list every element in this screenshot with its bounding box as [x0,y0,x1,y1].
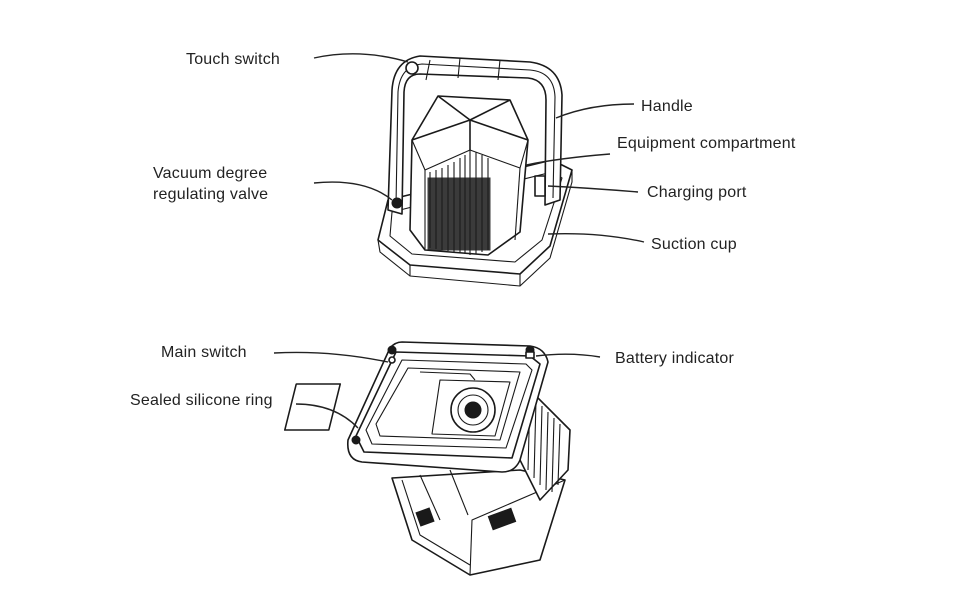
leader-suction-cup [547,232,645,243]
leader-vacuum-valve [313,181,393,201]
label-equipment-compartment: Equipment compartment [617,135,796,152]
top-leader-lines [313,53,645,243]
label-handle: Handle [641,98,693,115]
label-touch-switch: Touch switch [186,51,280,68]
touch-switch-shape [405,61,419,75]
label-suction-cup: Suction cup [651,236,737,253]
leader-sealed-silicone-ring [295,403,359,429]
charging-port-shape [534,175,546,197]
leader-main-switch [273,351,389,363]
label-charging-port: Charging port [647,184,747,201]
leader-equipment-compartment [525,153,611,166]
top-device-drawing [377,55,573,287]
label-vacuum-valve-line2: regulating valve [153,186,269,203]
battery-indicator-shape [525,351,535,359]
bottom-device-drawing [283,341,571,576]
label-vacuum-valve-line1: Vacuum degree [153,165,268,182]
handle-shape [387,55,563,215]
leader-battery-indicator [535,353,601,358]
equipment-compartment-shape [409,95,529,256]
leader-charging-port [547,185,639,193]
vacuum-valve-shape [391,197,403,209]
lower-body-shape [391,469,566,576]
main-switch-shape [388,356,396,364]
label-main-switch: Main switch [161,344,247,361]
leader-handle [555,103,635,119]
label-battery-indicator: Battery indicator [615,350,735,367]
sealed-ring-frame [346,341,549,473]
leader-touch-switch [313,53,409,63]
inner-compartment [283,371,511,437]
bottom-leader-lines [273,351,601,429]
label-sealed-silicone-ring: Sealed silicone ring [130,392,273,409]
